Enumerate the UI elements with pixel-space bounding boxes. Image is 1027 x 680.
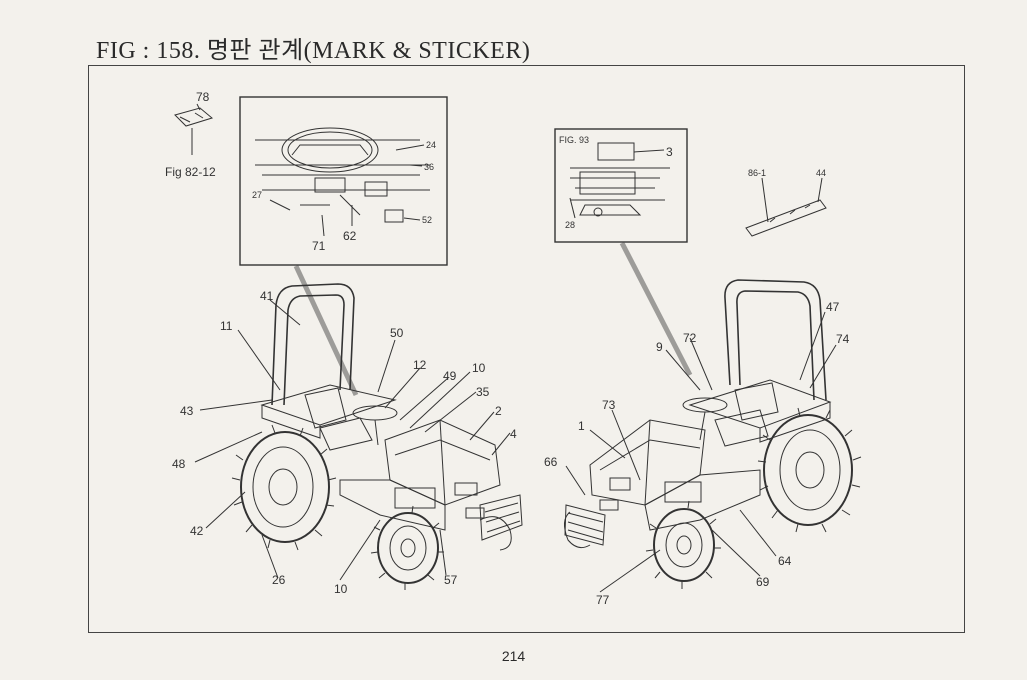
callout-41: 41 [260,289,274,303]
callout-78: 78 [196,90,210,104]
callout-1: 1 [578,419,585,433]
callout-49: 49 [443,369,457,383]
callout-27: 27 [252,190,262,200]
callout-74: 74 [836,332,850,346]
callout-72: 72 [683,331,697,345]
callout-3: 3 [666,145,673,159]
ref-fig-82-12: Fig 82-12 [165,165,216,179]
figure-title: FIG : 158. 명판 관계(MARK & STICKER) [96,38,531,64]
callout-28: 28 [565,220,575,230]
callout-35: 35 [476,385,490,399]
tractor-left: 41 11 50 12 49 10 35 2 4 43 48 42 26 10 … [172,283,523,596]
small-part-78: 78 Fig 82-12 [165,90,216,179]
callout-73: 73 [602,398,616,412]
callout-52: 52 [422,215,432,225]
callout-4: 4 [510,427,517,441]
sticker-detail: 86-1 44 [745,168,827,237]
callout-26: 26 [272,573,286,587]
callout-2: 2 [495,404,502,418]
fig-93-ref: FIG. 93 [559,135,589,145]
callout-47: 47 [826,300,840,314]
callout-50: 50 [390,326,404,340]
inset-left: 24 36 27 52 71 62 [239,96,448,397]
callout-10-lower: 10 [334,582,348,596]
tractor-right: 47 74 72 9 73 1 66 64 69 77 [544,279,862,607]
callout-12: 12 [413,358,427,372]
callout-71: 71 [312,239,326,253]
callout-57: 57 [444,573,458,587]
callout-62: 62 [343,229,357,243]
diagram-frame [88,65,965,633]
callout-48: 48 [172,457,186,471]
callout-66: 66 [544,455,558,469]
callout-36: 36 [424,162,434,172]
page-number: 214 [501,648,526,664]
callout-86-1: 86-1 [748,168,766,178]
callout-69: 69 [756,575,770,589]
callout-42: 42 [190,524,204,538]
callout-64: 64 [778,554,792,568]
callout-9: 9 [656,340,663,354]
callout-24: 24 [426,140,436,150]
callout-44: 44 [816,168,826,178]
inset-right: FIG. 93 3 28 [554,128,693,377]
callout-77: 77 [596,593,610,607]
callout-43: 43 [180,404,194,418]
callout-11: 11 [220,319,233,333]
callout-10-upper: 10 [472,361,486,375]
